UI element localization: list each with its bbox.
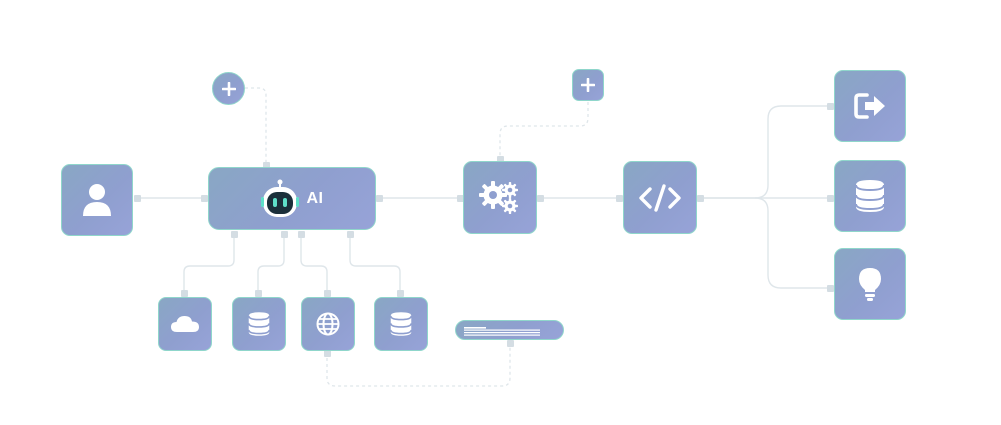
edge-code-exit — [697, 105, 834, 199]
port[interactable] — [376, 195, 383, 202]
lightbulb-icon — [859, 268, 881, 301]
sign-out-icon — [854, 93, 885, 119]
add-node-button[interactable] — [572, 69, 604, 101]
database-node[interactable] — [232, 297, 286, 351]
globe-icon — [316, 312, 340, 336]
port[interactable] — [347, 231, 354, 238]
port[interactable] — [324, 350, 331, 357]
port[interactable] — [201, 195, 208, 202]
plus-icon — [581, 78, 595, 92]
database-node[interactable] — [834, 160, 906, 232]
port[interactable] — [827, 103, 834, 110]
port[interactable] — [827, 285, 834, 292]
port[interactable] — [827, 195, 834, 202]
database-icon — [248, 312, 270, 336]
port[interactable] — [497, 156, 504, 163]
port[interactable] — [263, 162, 270, 169]
web-node[interactable] — [301, 297, 355, 351]
port[interactable] — [255, 290, 262, 297]
ai-node-label: AI — [306, 189, 324, 207]
user-icon — [83, 184, 111, 216]
edge-web-bar-dashed — [326, 340, 511, 387]
gears-icon — [479, 180, 518, 214]
edge-add-ai-dashed — [245, 87, 267, 166]
database-node[interactable] — [374, 297, 428, 351]
port[interactable] — [231, 231, 238, 238]
port[interactable] — [697, 195, 704, 202]
edge-add-settings-dashed — [499, 102, 589, 160]
edge-ai-db-2 — [349, 234, 401, 296]
cloud-icon — [171, 316, 199, 332]
port[interactable] — [324, 290, 331, 297]
exit-node[interactable] — [834, 70, 906, 142]
plus-icon — [221, 81, 236, 96]
port[interactable] — [537, 195, 544, 202]
idea-node[interactable] — [834, 248, 906, 320]
cloud-node[interactable] — [158, 297, 212, 351]
ai-node[interactable]: AI — [208, 167, 376, 230]
edge-code-idea — [754, 197, 834, 289]
robot-icon — [260, 179, 299, 217]
code-icon — [639, 183, 681, 212]
port[interactable] — [397, 290, 404, 297]
port[interactable] — [134, 195, 141, 202]
port[interactable] — [181, 290, 188, 297]
edge-ai-db-1 — [257, 234, 285, 296]
edge-ai-cloud — [183, 234, 235, 296]
port[interactable] — [507, 340, 514, 347]
port[interactable] — [457, 195, 464, 202]
database-icon — [855, 180, 885, 212]
text-lines-icon — [464, 327, 540, 336]
add-node-button[interactable] — [212, 72, 245, 105]
port[interactable] — [616, 195, 623, 202]
code-node[interactable] — [623, 161, 697, 234]
user-node[interactable] — [61, 164, 133, 236]
edge-ai-web — [300, 234, 328, 296]
settings-node[interactable] — [463, 161, 537, 234]
database-icon — [390, 312, 412, 336]
text-output-node[interactable] — [455, 320, 564, 340]
port[interactable] — [298, 231, 305, 238]
port[interactable] — [281, 231, 288, 238]
